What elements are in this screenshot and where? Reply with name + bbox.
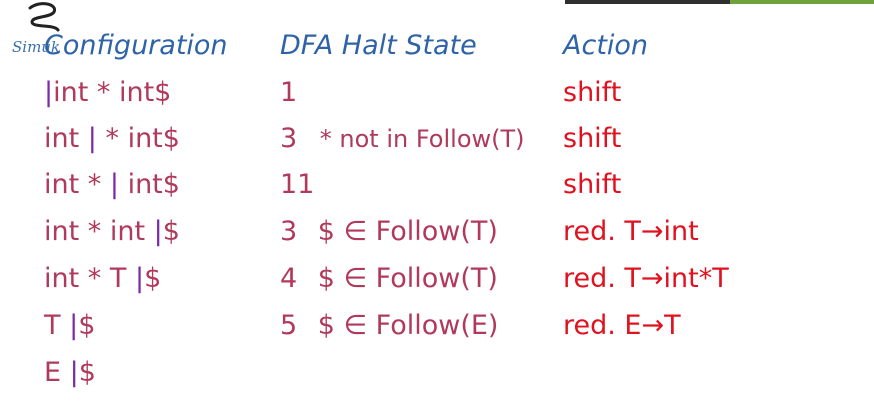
config-suffix: $ (78, 357, 96, 388)
config-prefix: int * (44, 169, 110, 200)
cursor-bar: | (109, 169, 119, 200)
state-cell: 1 (280, 76, 297, 110)
top-divider-line (565, 0, 874, 4)
state-cell: 11 (280, 168, 314, 202)
config-cell: E |$ (44, 356, 96, 390)
cursor-bar: | (134, 263, 145, 294)
config-cell: |int * int$ (44, 76, 171, 110)
config-suffix: int * int$ (53, 77, 172, 108)
config-cell: int * int |$ (44, 215, 180, 249)
state-number: 4 (280, 263, 298, 294)
action-cell: red. E→T (563, 310, 681, 341)
config-suffix: $ (144, 263, 162, 294)
action-cell: shift (563, 123, 622, 154)
config-prefix: int * T (44, 263, 135, 294)
state-note: $ ∈ Follow(T) (317, 263, 498, 294)
cursor-bar: | (87, 123, 97, 154)
config-suffix: $ (78, 310, 96, 341)
header-configuration: Configuration (44, 30, 228, 61)
state-number: 3 (280, 123, 298, 154)
config-suffix: $ (162, 216, 180, 247)
state-cell: 5 $ ∈ Follow(E) (280, 309, 498, 343)
action-cell: shift (563, 169, 622, 200)
logo-icon (28, 2, 60, 32)
config-cell: int * T |$ (44, 262, 161, 296)
state-number: 11 (280, 169, 315, 200)
state-number: 1 (280, 77, 298, 108)
state-note: $ ∈ Follow(E) (317, 310, 499, 341)
cursor-bar: | (44, 77, 54, 108)
config-cell: T |$ (44, 309, 95, 343)
header-action: Action (563, 30, 649, 61)
config-prefix: E (44, 357, 70, 388)
cursor-bar: | (69, 310, 79, 341)
top-accent-line (730, 0, 874, 4)
header-dfa-halt-state: DFA Halt State (280, 30, 477, 61)
state-cell: 4 $ ∈ Follow(T) (280, 262, 498, 296)
state-number: 5 (280, 310, 298, 341)
config-prefix: int * int (44, 216, 154, 247)
logo-text: Simuk (12, 38, 61, 56)
config-prefix: int (44, 123, 88, 154)
config-suffix: int$ (118, 169, 180, 200)
config-prefix: T (44, 310, 70, 341)
state-cell: 3 * not in Follow(T) (280, 122, 525, 156)
config-cell: int * | int$ (44, 168, 180, 202)
state-cell: 3 $ ∈ Follow(T) (280, 215, 498, 249)
cursor-bar: | (69, 357, 79, 388)
action-cell: red. T→int (563, 216, 699, 247)
state-note: $ ∈ Follow(T) (317, 216, 498, 247)
state-note: * not in Follow(T) (319, 125, 525, 153)
state-number: 3 (280, 216, 298, 247)
action-cell: red. T→int*T (563, 263, 729, 294)
cursor-bar: | (153, 216, 163, 247)
config-cell: int | * int$ (44, 122, 180, 156)
config-suffix: * int$ (96, 123, 180, 154)
action-cell: shift (563, 77, 622, 108)
